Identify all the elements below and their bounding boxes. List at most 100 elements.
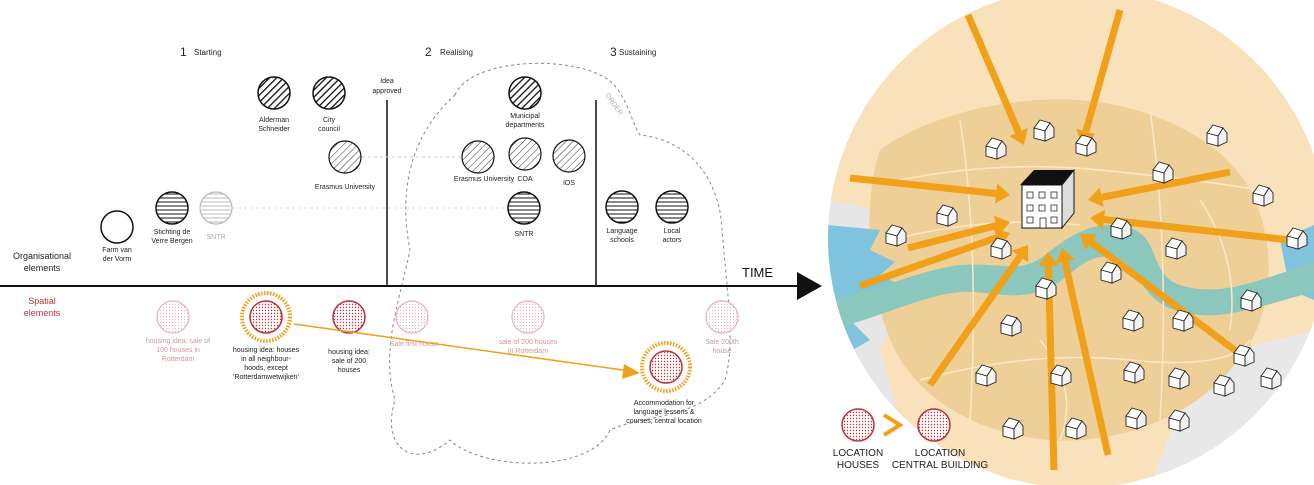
orange-arrowhead	[622, 364, 640, 379]
node-sntr-grey: SNTR	[199, 191, 233, 241]
house-icon	[1260, 367, 1282, 390]
legend-building-circle	[917, 408, 951, 442]
spatial-label-2: elements	[24, 308, 61, 318]
house-icon	[1002, 417, 1024, 440]
svg-text:Erasmus University: Erasmus University	[315, 184, 376, 191]
map-arrow	[1082, 9, 1124, 133]
spatial-label: Spatial	[28, 296, 56, 306]
map-arrow	[849, 174, 997, 198]
map-arrowhead	[1038, 252, 1059, 267]
svg-text:housing idea:: housing idea:	[328, 349, 370, 356]
map-arrowhead	[1090, 209, 1106, 230]
map-legend: LOCATION HOUSES LOCATION CENTRAL BUILDIN…	[833, 408, 988, 471]
organisational-label-2: elements	[24, 263, 61, 273]
svg-text:in Rotterdam: in Rotterdam	[508, 348, 548, 355]
milestone-label: Idea	[380, 78, 394, 85]
phase-1-number: 1	[180, 45, 187, 59]
time-label: TIME	[742, 265, 773, 280]
svg-text:City: City	[323, 117, 336, 124]
house-icon	[1165, 237, 1187, 260]
node-erasmus-university-1: Erasmus University	[315, 140, 376, 191]
node-local-actors: Local actors	[655, 190, 689, 244]
organisational-label: Organisational	[13, 251, 71, 261]
house-icon	[1286, 227, 1308, 250]
orange-arrow	[293, 323, 631, 372]
house-icon	[1252, 184, 1274, 207]
phase-2-name: Realising	[440, 48, 473, 57]
phase-3-number: 3	[610, 45, 617, 59]
house-icon	[1206, 124, 1228, 147]
node-municipal-departments: Municipal departments	[506, 76, 545, 129]
legend-chevron-icon	[882, 413, 904, 437]
svg-text:LOCATION: LOCATION	[915, 448, 965, 459]
svg-text:'Rotterdamwetwijken': 'Rotterdamwetwijken'	[233, 374, 299, 381]
svg-text:HOUSES: HOUSES	[837, 460, 880, 471]
svg-text:Municipal: Municipal	[510, 113, 540, 120]
svg-text:der Vorm: der Vorm	[103, 256, 132, 263]
house-icon	[1000, 314, 1022, 337]
svg-text:IOS: IOS	[563, 180, 575, 187]
spatial-housing-idea-neighbourhoods: housing idea: houses in all neighbour- h…	[233, 291, 300, 381]
svg-text:Schneider: Schneider	[258, 126, 290, 133]
house-icon	[1125, 407, 1147, 430]
house-icon	[1233, 344, 1255, 367]
svg-text:hoods, except: hoods, except	[244, 365, 288, 372]
node-city-council: City council	[312, 76, 346, 133]
svg-text:departments: departments	[506, 122, 545, 129]
node-stichting-de-verre-bergen: Stichting de Verre Bergen	[151, 191, 193, 245]
house-icon	[1172, 309, 1194, 332]
house-icon	[990, 237, 1012, 260]
map-arrow	[1089, 239, 1251, 363]
river	[828, 224, 1314, 330]
svg-text:Accommodation for: Accommodation for	[634, 400, 695, 407]
house-icon	[1033, 119, 1055, 142]
svg-text:Alderman: Alderman	[259, 117, 289, 124]
svg-text:Sale 200th: Sale 200th	[705, 339, 739, 346]
map-arrowhead	[1088, 187, 1104, 208]
map-arrow	[1061, 260, 1112, 456]
house-icon	[1035, 277, 1057, 300]
map-arrow	[1101, 168, 1231, 201]
map-arrowhead	[1009, 128, 1028, 145]
svg-text:council: council	[318, 126, 340, 133]
node-alderman-schneider: Alderman Schneider	[257, 76, 291, 133]
spatial-sale-200th-house: Sale 200th house	[705, 300, 739, 355]
svg-text:sale of 200 houses: sale of 200 houses	[499, 339, 558, 346]
map-houses	[885, 119, 1308, 440]
spatial-sale-200-houses: sale of 200 houses in Rotterdam	[499, 300, 558, 355]
svg-text:courses; central location: courses; central location	[626, 418, 702, 425]
house-icon	[885, 224, 907, 247]
house-icon	[975, 364, 997, 387]
house-icon	[1100, 261, 1122, 284]
house-icon	[1122, 309, 1144, 332]
city-map: LOCATION HOUSES LOCATION CENTRAL BUILDIN…	[828, 0, 1314, 485]
svg-text:actors: actors	[662, 237, 682, 244]
svg-text:Rotterdam: Rotterdam	[162, 356, 195, 363]
map-arrow	[927, 254, 1023, 388]
house-icon	[985, 137, 1007, 160]
node-farm-van-der-vorm: Farm van der Vorm	[100, 210, 134, 263]
node-erasmus-university-2: Erasmus University	[454, 140, 515, 183]
house-icon	[1050, 364, 1072, 387]
phase-2-number: 2	[425, 45, 432, 59]
node-ios: IOS	[552, 139, 586, 187]
house-icon	[1123, 361, 1145, 384]
map-arrow	[1044, 265, 1058, 471]
phase-1-name: Starting	[194, 48, 222, 57]
house-icon	[1168, 367, 1190, 390]
svg-text:housing idea: houses: housing idea: houses	[233, 347, 300, 354]
svg-text:sale of 200: sale of 200	[332, 358, 366, 365]
svg-text:Verre Bergen: Verre Bergen	[151, 238, 192, 245]
map-arrowhead	[993, 228, 1010, 248]
map-arrowhead	[995, 183, 1010, 204]
svg-text:in all neighbour-: in all neighbour-	[241, 356, 291, 363]
map-arrow	[907, 222, 998, 252]
map-arrows	[849, 9, 1291, 471]
svg-text:house: house	[712, 348, 731, 355]
svg-text:housing idea: sale of: housing idea: sale of	[146, 338, 210, 345]
map-arrowhead	[1080, 234, 1098, 251]
node-sntr: SNTR	[507, 191, 541, 238]
house-icon	[1152, 161, 1174, 184]
node-coa: COA	[508, 137, 542, 183]
house-icon	[1240, 289, 1262, 312]
